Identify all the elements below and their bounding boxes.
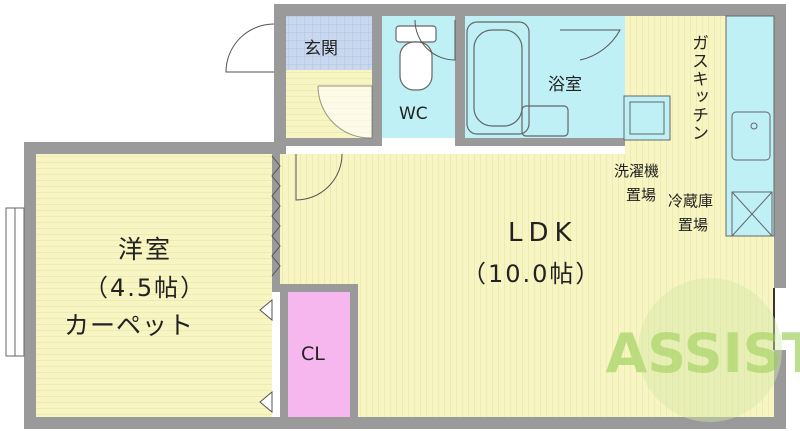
svg-text:ASSIST: ASSIST — [606, 322, 800, 385]
entrance-label: 玄関 — [304, 39, 338, 59]
wc-label: WC — [399, 104, 428, 124]
fridge-label-line1: 冷蔵庫 — [668, 192, 714, 210]
fridge-space — [731, 191, 773, 237]
kitchen-sink — [731, 111, 771, 161]
closet-doors — [259, 298, 273, 414]
fridge-label-line2: 置場 — [678, 216, 709, 234]
western-floor — [36, 154, 272, 417]
bath-label: 浴室 — [548, 75, 582, 95]
closet-label: CL — [301, 343, 325, 365]
western-label: 洋室 — [118, 235, 173, 264]
kitchen-counter — [725, 15, 775, 237]
washer-pan — [623, 95, 671, 141]
ldk-size-label: （10.0帖） — [462, 260, 602, 288]
walls — [24, 4, 786, 429]
bathtub — [466, 21, 569, 137]
ldk-floor — [280, 154, 774, 284]
washer-label-line1: 洗濯機 — [614, 162, 660, 180]
window-west — [5, 207, 25, 357]
sliding-partition — [271, 155, 281, 277]
ldk-floor-lower — [358, 284, 774, 417]
doors — [225, 19, 775, 350]
washer-label-line2: 置場 — [626, 186, 657, 204]
western-floor-label: カーペット — [64, 311, 195, 340]
kitchen-label: ガスキッチン — [688, 34, 708, 142]
ldk-label: LDK — [508, 218, 578, 248]
bath-floor — [465, 16, 625, 138]
watermark-logo: ASSIST — [606, 278, 800, 422]
toilet — [395, 25, 437, 91]
western-size-label: （4.5帖） — [84, 274, 207, 302]
entrance-floor — [286, 16, 372, 70]
closet-floor — [288, 292, 350, 417]
